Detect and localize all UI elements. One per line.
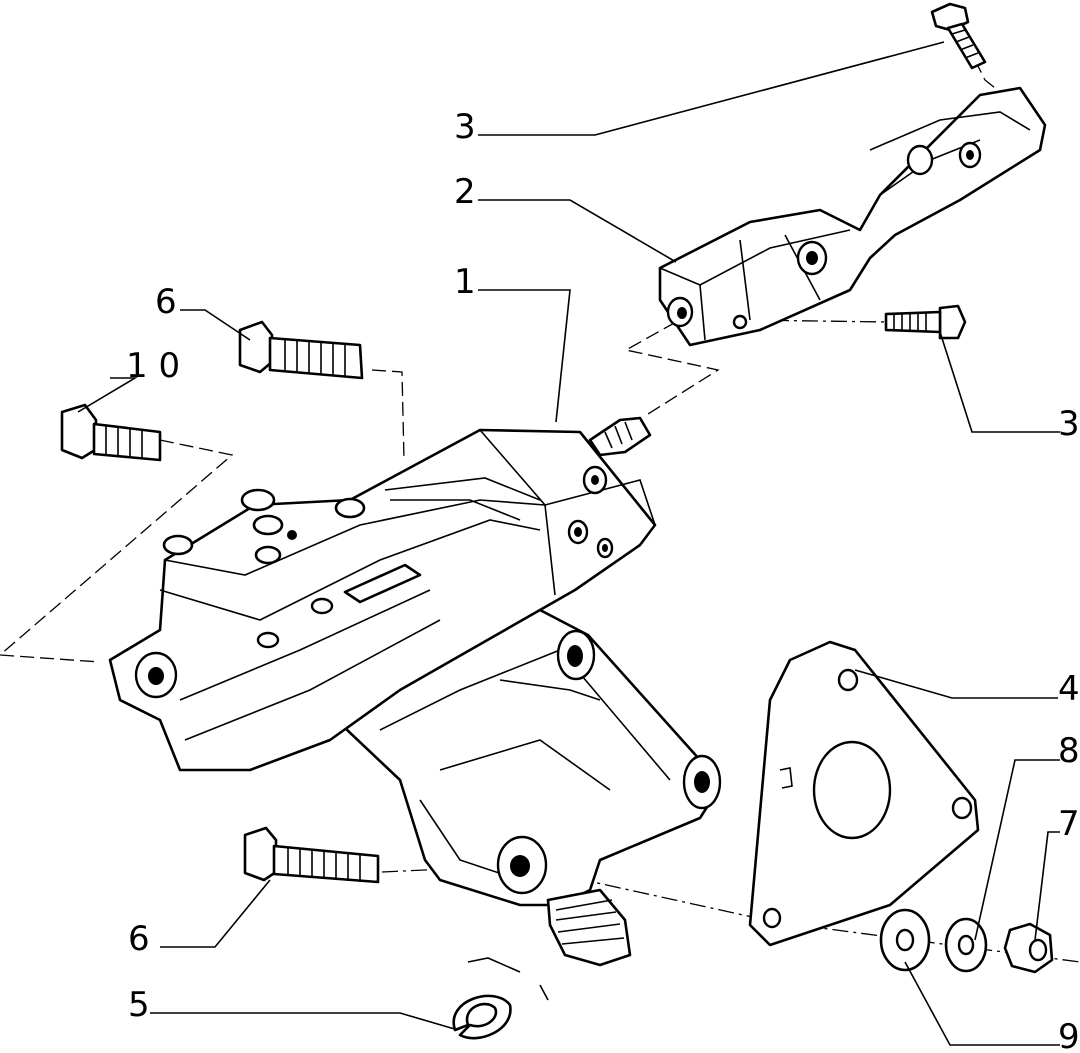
callout-9: 9 [1058, 1017, 1080, 1053]
callout-10: 1 0 [126, 346, 180, 386]
callout-8: 8 [1058, 731, 1080, 771]
bolt-3-right [884, 304, 967, 340]
circlip [452, 994, 512, 1040]
callout-6-bottom: 6 [128, 919, 150, 959]
callout-3-top: 3 [454, 107, 476, 147]
callout-2: 2 [454, 172, 476, 212]
callout-5: 5 [128, 985, 150, 1025]
nut [1003, 922, 1054, 974]
spring-washer [944, 917, 988, 973]
callout-3-right: 3 [1058, 404, 1080, 444]
callout-6-top: 6 [155, 282, 177, 322]
callout-labels: 3 2 1 6 1 0 3 4 8 7 6 5 9 [126, 107, 1080, 1053]
steering-box [108, 416, 722, 967]
leader-lines [77, 41, 1060, 1046]
mounting-plate [748, 640, 980, 947]
bolt-3-top [930, 2, 987, 70]
bolt-10 [60, 403, 162, 462]
bolt-6-top [238, 320, 364, 380]
callout-4: 4 [1058, 669, 1080, 709]
callout-1: 1 [454, 262, 476, 302]
intermediate-shaft [658, 86, 1047, 347]
bolt-6-bottom [243, 826, 380, 884]
flat-washer [879, 908, 931, 972]
callout-7: 7 [1058, 804, 1080, 844]
